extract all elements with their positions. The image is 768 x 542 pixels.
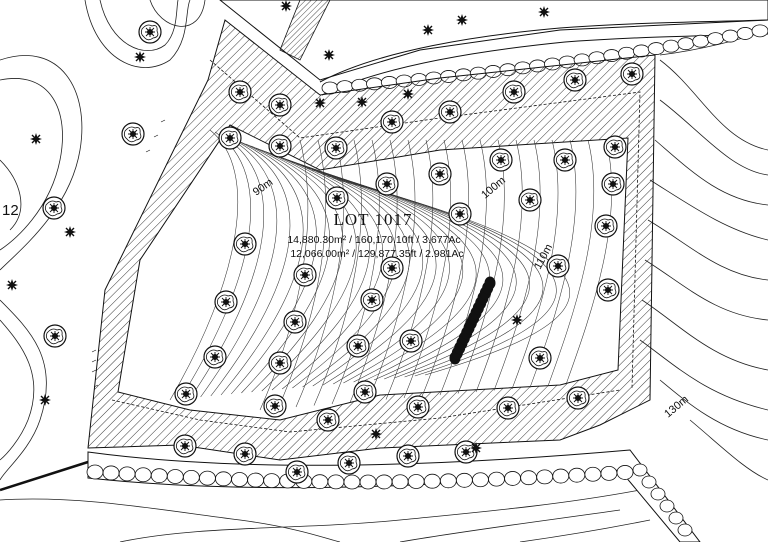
tree-canopy-icon	[121, 122, 145, 146]
lot-area-total: 14,880.30m² / 160,170.10ft / 3.677Ac	[287, 234, 460, 246]
lot-area-net: 12,066.00m² / 129,877.35ft / 2.981Ac	[290, 248, 463, 260]
tree-canopy-icon	[285, 460, 309, 484]
tree-canopy-icon	[448, 202, 472, 226]
shrub-star-icon	[63, 225, 77, 239]
tree-canopy-icon	[438, 100, 462, 124]
tree-canopy-icon	[375, 172, 399, 196]
tree-canopy-icon	[293, 263, 317, 287]
tree-canopy-icon	[496, 396, 520, 420]
tree-canopy-icon	[324, 136, 348, 160]
tree-canopy-icon	[203, 345, 227, 369]
tree-canopy-icon	[380, 110, 404, 134]
tree-canopy-icon	[228, 80, 252, 104]
tree-canopy-icon	[553, 148, 577, 172]
tree-canopy-icon	[528, 346, 552, 370]
shrub-star-icon	[133, 50, 147, 64]
tree-canopy-icon	[268, 351, 292, 375]
tree-canopy-icon	[563, 68, 587, 92]
tree-canopy-icon	[174, 382, 198, 406]
tree-canopy-icon	[214, 290, 238, 314]
tree-canopy-icon	[518, 188, 542, 212]
shrub-star-icon	[29, 132, 43, 146]
tree-canopy-icon	[603, 135, 627, 159]
road-top	[219, 0, 768, 96]
tree-canopy-icon	[428, 162, 452, 186]
tree-canopy-icon	[233, 232, 257, 256]
shrub-star-icon	[5, 278, 19, 292]
tree-canopy-icon	[325, 186, 349, 210]
tree-canopy-icon	[268, 134, 292, 158]
lot-title: LOT 1017	[334, 210, 413, 229]
tree-canopy-icon	[502, 80, 526, 104]
tree-canopy-icon	[601, 172, 625, 196]
tree-canopy-icon	[353, 380, 377, 404]
tree-canopy-icon	[594, 214, 618, 238]
tree-canopy-icon	[489, 148, 513, 172]
tree-canopy-icon	[263, 394, 287, 418]
neighbor-lot-label: 12	[2, 202, 19, 219]
tree-canopy-icon	[268, 93, 292, 117]
tree-canopy-icon	[138, 20, 162, 44]
tree-canopy-icon	[406, 395, 430, 419]
tree-canopy-icon	[346, 334, 370, 358]
tree-canopy-icon	[396, 444, 420, 468]
tree-canopy-icon	[337, 451, 361, 475]
road-bottom	[0, 449, 701, 542]
shrub-star-icon	[38, 393, 52, 407]
tree-canopy-icon	[546, 254, 570, 278]
tree-canopy-icon	[454, 440, 478, 464]
boundary-dimension-ticks	[91, 119, 166, 388]
tree-canopy-icon	[380, 256, 404, 280]
tree-canopy-icon	[43, 324, 67, 348]
shrub-star-icon	[510, 313, 524, 327]
contour-label-90: 90m	[251, 176, 275, 198]
tree-canopy-icon	[218, 126, 242, 150]
rock-cluster-icon	[449, 276, 496, 365]
tree-canopy-icon	[566, 386, 590, 410]
tree-canopy-icon	[596, 278, 620, 302]
tree-canopy-icon	[399, 329, 423, 353]
tree-canopy-icon	[620, 62, 644, 86]
tree-canopy-icon	[283, 310, 307, 334]
tree-canopy-icon	[173, 434, 197, 458]
tree-canopy-icon	[42, 196, 66, 220]
tree-canopy-icon	[233, 442, 257, 466]
tree-canopy-icon	[360, 288, 384, 312]
tree-canopy-icon	[316, 408, 340, 432]
contour-label-130: 130m	[662, 393, 691, 420]
